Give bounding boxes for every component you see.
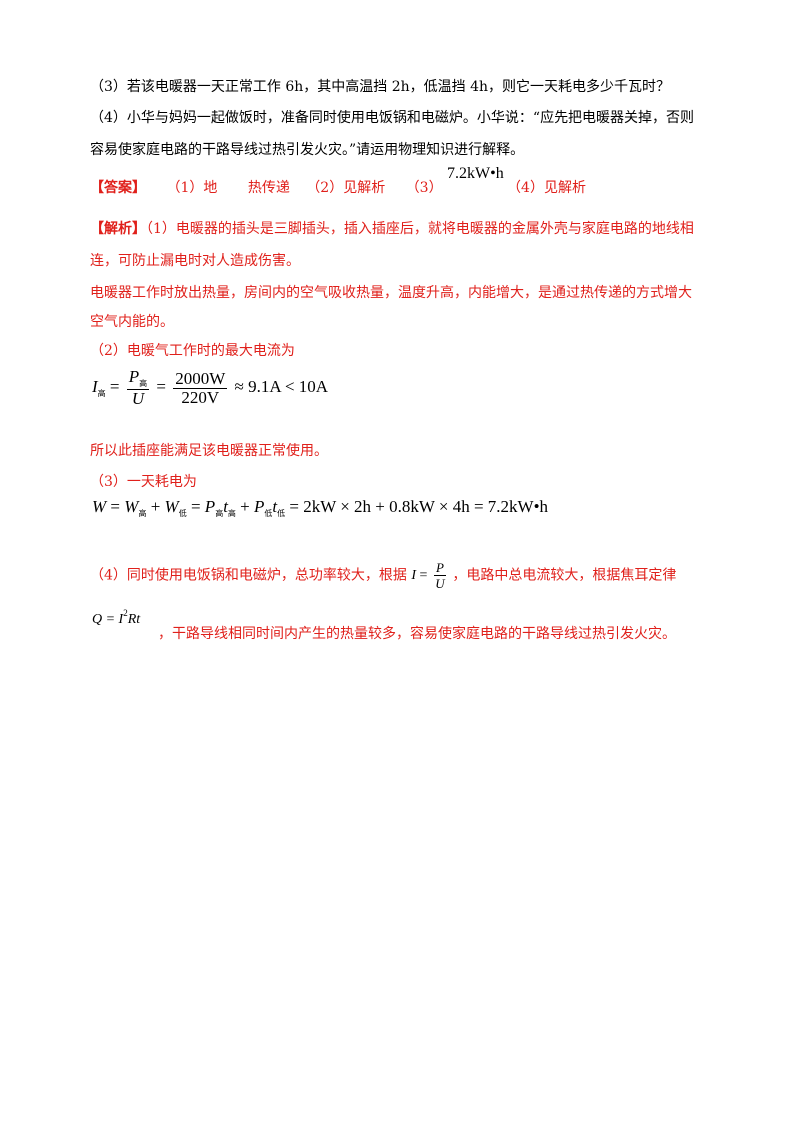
analysis-4-line-1: （4）同时使用电饭锅和电磁炉，总功率较大，根据 I = P U ，电路中总电流较…: [90, 560, 676, 591]
analysis-1-line-2: 连，可防止漏电时对人造成伤害。: [90, 253, 300, 269]
frac-2000W: 2000W: [173, 368, 228, 389]
analysis-3-line-1: （3）一天耗电为: [90, 474, 197, 490]
analysis-2-line-1: （2）电暖气工作时的最大电流为: [90, 343, 295, 359]
answer-part-2: （2）见解析: [306, 180, 386, 196]
formula-ohm: I = P U: [411, 560, 446, 591]
answer-label: 【答案】: [90, 180, 146, 196]
frac-P: P: [128, 367, 140, 386]
analysis-1-line-1: 【解析】（1）电暖器的插头是三脚插头，插入插座后，就将电暖器的金属外壳与家庭电路…: [90, 219, 694, 239]
analysis-1-text-1: （1）电暖器的插头是三脚插头，插入插座后，就将电暖器的金属外壳与家庭电路的地线相: [146, 221, 694, 237]
analysis-1-line-4: 空气内能的。: [90, 314, 174, 330]
question-3: （3）若该电暖器一天正常工作 6h，其中高温挡 2h，低温挡 4h，则它一天耗电…: [90, 79, 671, 95]
answer-part-1b: 热传递: [247, 180, 290, 196]
answer-part-3: （3）: [405, 180, 443, 196]
fraction-P-over-U: P高 U: [126, 367, 150, 408]
formula-I: I: [92, 376, 98, 396]
formula-current: I高 = P高 U = 2000W 220V ≈ 9.1A < 10A: [92, 367, 329, 408]
answer-part-1: （1）地: [166, 180, 218, 196]
analysis-4-text-a: （4）同时使用电饭锅和电磁炉，总功率较大，根据: [90, 567, 407, 584]
answer-part-4: （4）见解析: [507, 180, 586, 196]
analysis-4-text-b: ，电路中总电流较大，根据焦耳定律: [452, 567, 677, 584]
analysis-label: 【解析】: [90, 221, 146, 237]
question-4-line-1: （4）小华与妈妈一起做饭时，准备同时使用电饭锅和电磁炉。小华说：“应先把电暖器关…: [90, 110, 695, 126]
answer-line: 【答案】 （1）地 热传递 （2）见解析 （3） （4）见解析: [90, 178, 586, 198]
analysis-1-line-3: 电暖器工作时放出热量，房间内的空气吸收热量，温度升高，内能增大，是通过热传递的方…: [90, 285, 692, 301]
energy-result: = 2kW × 2h + 0.8kW × 4h = 7.2kW•h: [289, 497, 549, 516]
formula-energy: W = W高 + W低 = P高t高 + P低t低 = 2kW × 2h + 0…: [92, 497, 549, 518]
analysis-2-line-2: 所以此插座能满足该电暖器正常使用。: [90, 443, 328, 459]
formula-I-sub: 高: [97, 388, 106, 398]
analysis-4-line-2: ，干路导线相同时间内产生的热量较多，容易使家庭电路的干路导线过热引发火灾。: [158, 626, 676, 642]
formula-result: ≈ 9.1A < 10A: [234, 376, 329, 396]
formula-joule: Q = I2Rt: [92, 608, 141, 627]
frac-220V: 220V: [181, 387, 220, 407]
answer-part-3-value: 7.2kW•h: [447, 165, 504, 182]
fraction-values: 2000W 220V: [173, 368, 228, 407]
frac-U: U: [131, 389, 145, 408]
question-4-line-2: 容易使家庭电路的干路导线过热引发火灾。”请运用物理知识进行解释。: [90, 142, 525, 158]
